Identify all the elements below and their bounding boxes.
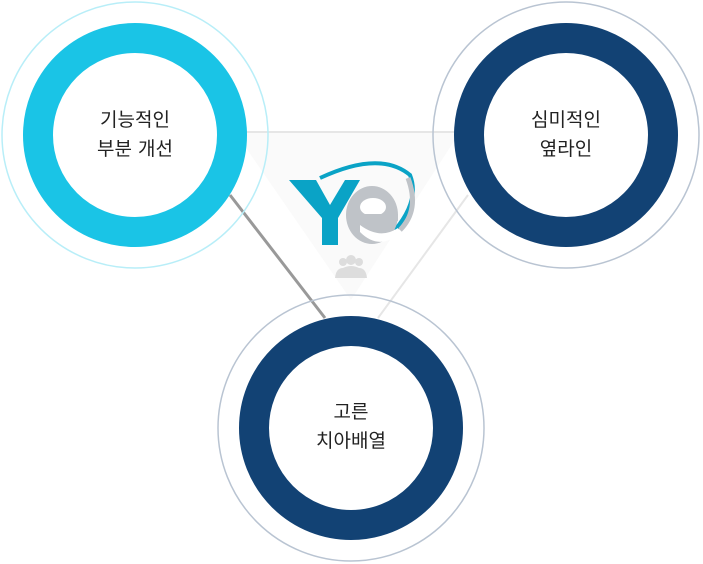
connector-right <box>377 194 469 319</box>
group-icon <box>335 255 367 278</box>
label-line-1: 심미적인 <box>531 109 601 131</box>
label-line-2: 부분 개선 <box>97 138 173 160</box>
ring-3 <box>239 316 463 540</box>
outline-ring-3 <box>217 294 485 562</box>
label-line-2: 치아배열 <box>316 430 386 452</box>
outline-ring-2 <box>432 1 700 269</box>
ring-2 <box>454 23 678 247</box>
circle-label-2: 심미적인 옆라인 <box>486 106 646 164</box>
outline-ring-1 <box>1 1 269 269</box>
circle-label-3: 고른 치아배열 <box>271 398 431 456</box>
label-line-1: 기능적인 <box>100 109 170 131</box>
circle-label-1: 기능적인 부분 개선 <box>55 106 215 164</box>
label-line-1: 고른 <box>333 401 369 423</box>
label-line-2: 옆라인 <box>539 138 593 160</box>
connector-left <box>228 194 327 319</box>
ye-logo <box>289 161 415 245</box>
ring-1 <box>23 23 247 247</box>
